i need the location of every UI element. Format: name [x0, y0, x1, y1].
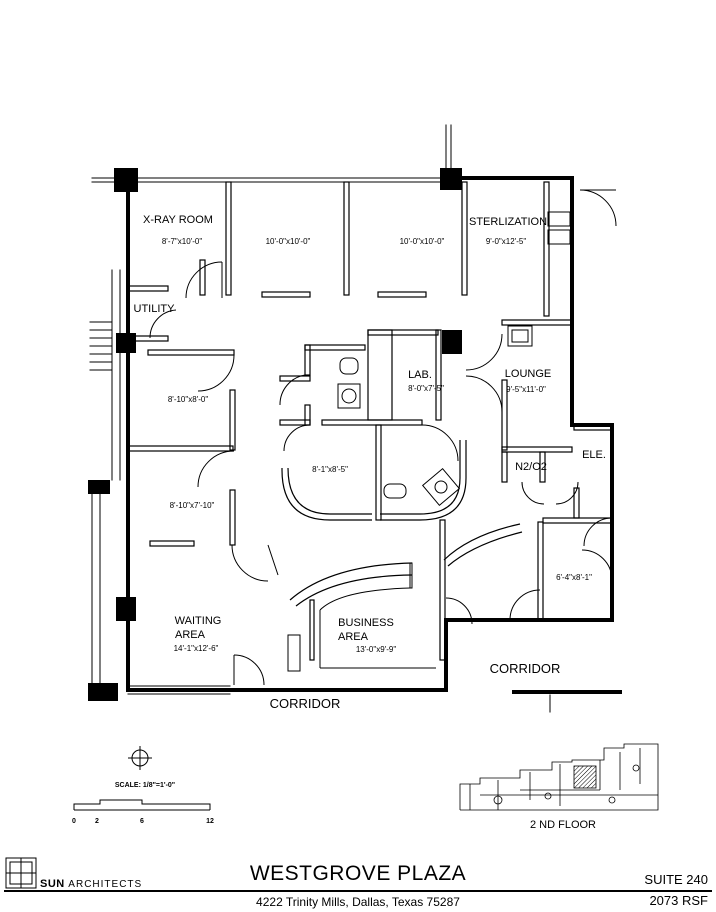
interior-walls	[127, 181, 613, 661]
counters	[287, 562, 436, 672]
logo-main: SUN	[40, 878, 65, 890]
center-room-dim: 8'-1"x8'-5"	[312, 465, 348, 474]
scale-label: SCALE: 1/8"=1'-0"	[115, 782, 175, 789]
window-wall-left	[91, 269, 121, 691]
scale-tick-12: 12	[206, 818, 214, 825]
lab-label: LAB.	[408, 369, 432, 381]
sterilization-dim: 9'-0"x12'-5"	[486, 237, 526, 246]
xray-room-label: X-RAY ROOM	[143, 214, 213, 226]
exterior-walls	[126, 176, 614, 692]
n2o2-label: N2/O2	[515, 461, 547, 473]
title-rule	[4, 890, 712, 892]
lab-dim: 8'-0"x7'-5"	[408, 384, 444, 393]
sterilization-label: STERLIZATION	[469, 216, 547, 228]
curved-walls	[281, 440, 523, 607]
project-title: WESTGROVE PLAZA	[249, 862, 467, 885]
scale-bar	[73, 799, 211, 811]
exam-room-1-dim: 10'-0"x10'-0"	[266, 237, 311, 246]
window-wall-top	[91, 177, 449, 183]
corridor-right-label: CORRIDOR	[490, 661, 561, 676]
exam-room-2-dim: 10'-0"x10'-0"	[400, 237, 445, 246]
business-label-2: AREA	[338, 631, 369, 643]
window-wall-bottom	[127, 685, 231, 695]
plumbing-fixtures	[337, 211, 571, 507]
scale-tick-0: 0	[72, 818, 76, 825]
electrical-label: ELE.	[582, 449, 606, 461]
key-plan-label: 2 ND FLOOR	[530, 819, 596, 831]
lounge-dim: 9'-5"x11'-0"	[506, 385, 546, 394]
waiting-label-1: WAITING	[175, 615, 222, 627]
office-1-dim: 8'-10"x8'-0"	[168, 395, 208, 404]
sun-architects-logo-icon	[5, 857, 37, 889]
lounge-label: LOUNGE	[505, 368, 551, 380]
logo-sub: ARCHITECTS	[68, 879, 143, 890]
business-dim: 13'-0"x9'-9"	[356, 645, 396, 654]
north-arrow-icon	[128, 746, 152, 770]
structural-columns	[88, 168, 462, 701]
business-label-1: BUSINESS	[338, 617, 394, 629]
door-swings	[149, 189, 617, 686]
corridor-bottom-label: CORRIDOR	[270, 696, 341, 711]
small-office-dim: 6'-4"x8'-1"	[556, 573, 592, 582]
scale-tick-6: 6	[140, 818, 144, 825]
office-2-dim: 8'-10"x7'-10"	[170, 501, 215, 510]
suite-number: SUITE 240	[644, 872, 708, 887]
architect-logo-text: SUN ARCHITECTS	[40, 878, 142, 890]
waiting-dim: 14'-1"x12'-6"	[174, 644, 219, 653]
project-address: 4222 Trinity Mills, Dallas, Texas 75287	[256, 895, 460, 909]
stairs	[89, 321, 113, 371]
waiting-label-2: AREA	[175, 629, 206, 641]
key-plan	[459, 743, 659, 811]
scale-tick-2: 2	[95, 818, 99, 825]
utility-label: UTILITY	[134, 303, 176, 315]
suite-area: 2073 RSF	[649, 893, 708, 908]
xray-room-dim: 8'-7"x10'-0"	[162, 237, 202, 246]
